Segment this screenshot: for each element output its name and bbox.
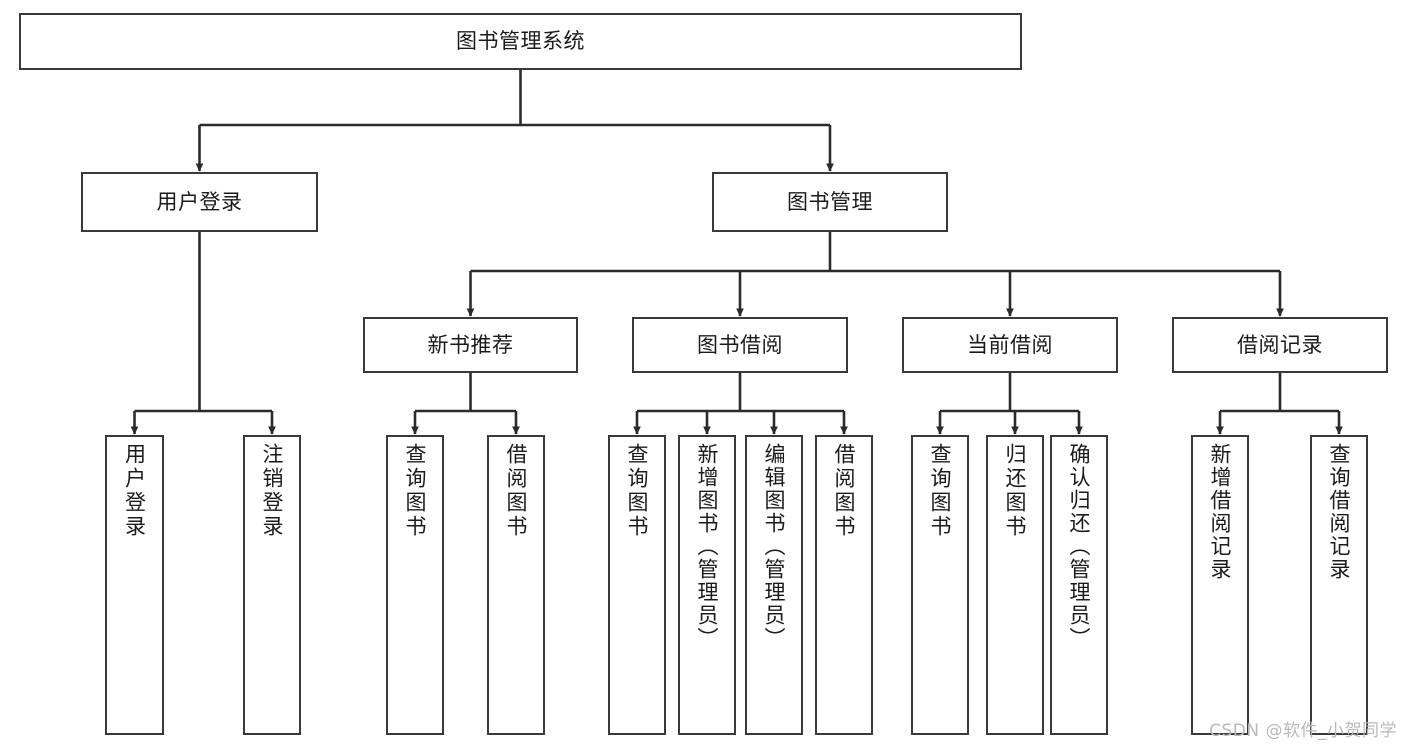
node-label: 新增借阅记录 [1208, 443, 1233, 581]
node-label: 注销登录 [260, 443, 285, 539]
node-label: 当前借阅 [967, 332, 1053, 357]
node-label: 用户登录 [156, 189, 243, 214]
node-b-query[interactable]: 查询图书 [608, 435, 666, 735]
node-label: 查询图书 [625, 443, 650, 539]
node-label: 借阅记录 [1237, 332, 1323, 357]
node-label: 借阅图书 [504, 443, 529, 539]
node-n-borrow[interactable]: 借阅图书 [487, 435, 545, 735]
node-r-add[interactable]: 新增借阅记录 [1191, 435, 1249, 735]
node-label: 图书借阅 [697, 332, 783, 357]
node-label: 图书管理系统 [456, 29, 585, 54]
node-b-edit[interactable]: 编辑图书（管理员） [745, 435, 803, 735]
connector-lines [130, 70, 1343, 435]
node-label: 归还图书 [1003, 443, 1028, 539]
node-label: 新书推荐 [427, 332, 514, 357]
node-label: 查询借阅记录 [1327, 443, 1352, 581]
node-c-confirm[interactable]: 确认归还（管理员） [1050, 435, 1108, 735]
node-b-borrow[interactable]: 借阅图书 [815, 435, 873, 735]
watermark-text: CSDN @软件_小贺同学 [1209, 721, 1397, 741]
node-b-add[interactable]: 新增图书（管理员） [678, 435, 736, 735]
node-label: 新增图书（管理员） [695, 443, 720, 650]
node-l-logout[interactable]: 注销登录 [243, 435, 301, 735]
node-borrow[interactable]: 图书借阅 [632, 317, 848, 373]
node-login[interactable]: 用户登录 [81, 172, 318, 232]
node-n-query[interactable]: 查询图书 [386, 435, 444, 735]
node-current[interactable]: 当前借阅 [902, 317, 1118, 373]
node-label: 用户登录 [122, 443, 147, 539]
node-l-userlogin[interactable]: 用户登录 [105, 435, 164, 735]
node-records[interactable]: 借阅记录 [1172, 317, 1388, 373]
node-newbook[interactable]: 新书推荐 [363, 317, 578, 373]
node-label: 编辑图书（管理员） [762, 443, 787, 650]
node-label: 借阅图书 [832, 443, 857, 539]
node-label: 查询图书 [928, 443, 953, 539]
node-root[interactable]: 图书管理系统 [19, 13, 1022, 70]
node-bookmgmt[interactable]: 图书管理 [712, 172, 948, 232]
node-label: 查询图书 [403, 443, 428, 539]
node-c-query[interactable]: 查询图书 [911, 435, 969, 735]
node-label: 图书管理 [787, 189, 873, 214]
node-label: 确认归还（管理员） [1067, 443, 1092, 650]
node-r-query[interactable]: 查询借阅记录 [1310, 435, 1368, 735]
node-c-return[interactable]: 归还图书 [986, 435, 1044, 735]
